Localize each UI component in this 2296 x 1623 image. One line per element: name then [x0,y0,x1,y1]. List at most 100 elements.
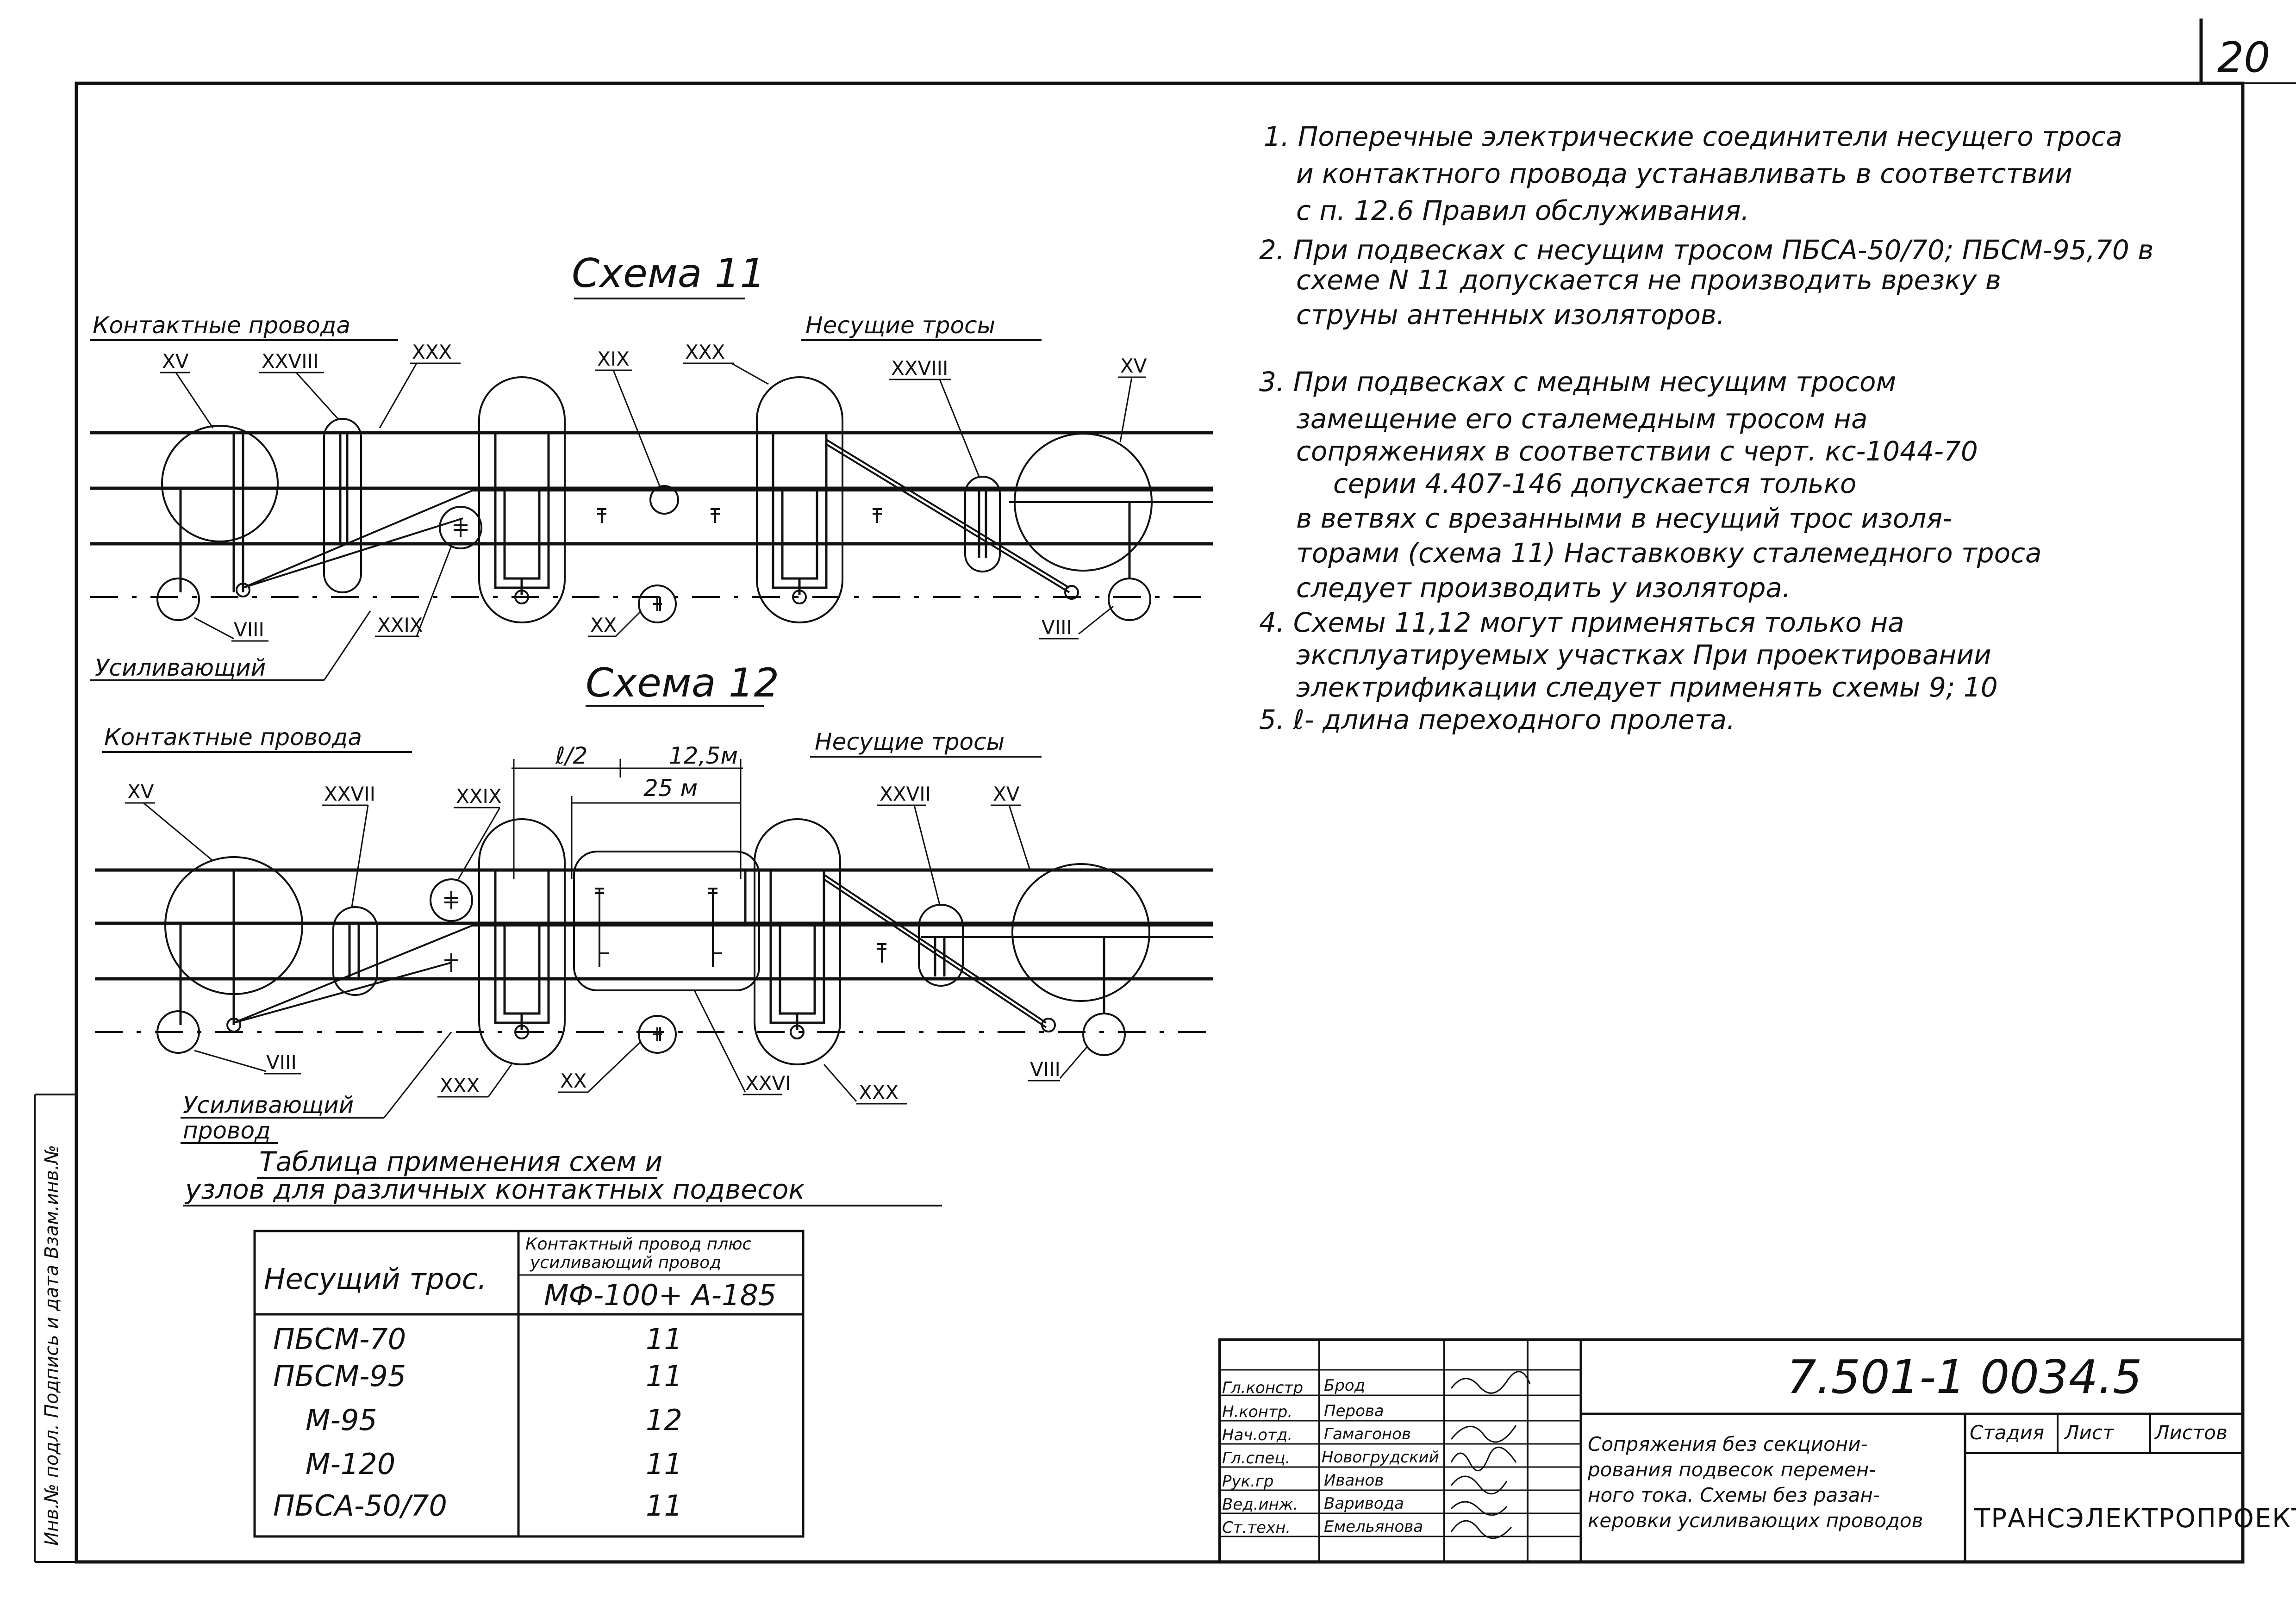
table-cell-scheme: 11 [646,1359,682,1393]
stamp-name: Иванов [1324,1471,1384,1490]
note-line: 5. ℓ- длина переходного пролета. [1259,704,1735,735]
table-cell-cable: ПБСМ-95 [273,1359,406,1393]
table-title-2: узлов для различных контактных подвесок [184,1174,805,1205]
application-table: Таблица применения схем и узлов для разл… [183,1146,942,1538]
margin-text: Инв.№ подл. Подпись и дата Взам.инв.№ [41,1145,62,1546]
node-label: XXVII [324,783,375,805]
node-label: XXIX [377,614,423,636]
node-label: XXVIII [891,357,948,379]
note-line: и контактного провода устанавливать в со… [1296,158,2072,189]
scheme-12-contact-label: Контактные провода [104,724,362,751]
scheme-11-contact-label: Контактные провода [93,312,350,339]
table-cell-scheme: 11 [646,1322,682,1356]
stamp-desc-line: Сопряжения без секциони- [1588,1433,1868,1455]
node-label: XXX [440,1074,480,1097]
node-label: VIII [266,1051,297,1074]
stamp-sheet-label: Лист [2064,1421,2115,1444]
note-line: схеме N 11 допускается не производить вр… [1296,264,2001,296]
note-line: следует производить у изолятора. [1296,572,1791,603]
table-head-cable: Несущий трос. [264,1262,487,1296]
note-line: эксплуатируемых участках При проектирова… [1296,639,1991,671]
scheme-12-top-node-labels: XV XXVII XXIX XXVII XV [125,780,1031,908]
node-label: XXVIII [262,350,318,373]
table-head-contact-2: усиливающий провод [530,1253,721,1272]
table-cell-cable: М-95 [306,1403,377,1437]
node-label: VIII [1042,616,1072,639]
stamp-role: Нач.отд. [1222,1426,1292,1444]
scheme-12-reinforcing-label-2: провод [183,1117,271,1144]
drawing-code: 7.501-1 0034.5 [1787,1350,2142,1404]
note-line: 3. При подвесках с медным несущим тросом [1259,366,1896,398]
node-label: XX [590,614,617,636]
note-line: 2. При подвесках с несущим тросом ПБСА-5… [1259,234,2153,266]
stamp-stage-label: Стадия [1970,1421,2044,1444]
notes: 1. Поперечные электрические соединители … [1259,121,2153,735]
note-line: сопряжениях в соответствии с черт. кс-10… [1296,435,1978,467]
organization-name: ТРАНСЭЛЕКТРОПРОЕКТ [1974,1504,2296,1534]
node-label: VIII [1030,1058,1061,1081]
node-label: XXVI [745,1072,791,1094]
note-line: 4. Схемы 11,12 могут применяться только … [1259,607,1904,638]
table-cell-cable: ПБСМ-70 [273,1322,406,1356]
note-line: с п. 12.6 Правил обслуживания. [1296,195,1749,226]
stamp-role: Рук.гр [1222,1472,1273,1491]
scheme-11-reinforcing-label: Усиливающий [95,654,266,681]
page-number: 20 [2217,33,2271,82]
stamp-sheets-label: Листов [2154,1421,2227,1444]
node-label: XV [1120,354,1147,377]
sheet-frame: 20 Инв.№ подл. Подпись и дата Взам.инв.№ [34,19,2296,1564]
stamp-name: Гамагонов [1324,1425,1411,1443]
scheme-12-reinforcing-label-1: Усиливающий [183,1092,354,1119]
scheme-11: Схема 11 Контактные провода Несущие трос… [90,250,1213,681]
node-label: VIII [234,618,264,641]
node-label: XXX [859,1081,898,1104]
node-label: XX [560,1070,587,1092]
node-label: XXIX [456,785,502,808]
stamp-roles: Гл.констр Брод Н.контр. Перова Нач.отд. … [1222,1376,1439,1537]
stamp-name: Емельянова [1324,1517,1423,1536]
signatures [1450,1371,1531,1539]
node-label: XV [993,783,1020,805]
table-cell-scheme: 11 [646,1447,682,1481]
scheme-11-top-node-labels: XV XXVIII XXX XIX XXX XXVIII XV [160,341,1147,486]
note-line: электрификации следует применять схемы 9… [1296,672,1998,703]
stamp-role: Вед.инж. [1222,1495,1298,1514]
stamp-desc-line: ного тока. Схемы без разан- [1588,1484,1880,1506]
note-line: замещение его сталемедным тросом на [1296,403,1867,435]
table-cell-scheme: 12 [646,1403,682,1437]
note-line: струны антенных изоляторов. [1296,299,1725,330]
note-line: в ветвях с врезанными в несущий трос изо… [1296,503,1952,534]
node-label: XV [162,350,189,373]
stamp-name: Варивода [1324,1494,1404,1513]
scheme-11-carrier-label: Несущие тросы [805,312,995,339]
table-head-contact-1: Контактный провод плюс [525,1235,752,1254]
dim-12-5m: 12,5м [669,742,738,769]
stamp-name: Новогрудский [1322,1448,1439,1467]
table-rows: ПБСМ-70 11 ПБСМ-95 11 М-95 12 М-120 11 П… [273,1322,682,1523]
dim-25m: 25 м [643,775,698,802]
table-cell-cable: М-120 [306,1447,395,1481]
stamp-role: Гл.констр [1222,1379,1303,1397]
stamp-role: Ст.техн. [1222,1518,1291,1537]
title-block: Гл.констр Брод Н.контр. Перова Нач.отд. … [1218,1338,2296,1563]
note-line: торами (схема 11) Наставковку сталемедно… [1296,537,2042,569]
stamp-name: Брод [1324,1376,1365,1395]
scheme-11-title: Схема 11 [572,250,765,297]
stamp-role: Гл.спец. [1222,1449,1290,1468]
stamp-name: Перова [1324,1402,1384,1420]
scheme-11-bottom-node-labels: VIII XXIX XX VIII [194,546,1114,642]
table-cell-scheme: 11 [646,1489,682,1523]
table-cell-cable: ПБСА-50/70 [273,1489,447,1523]
table-title-1: Таблица применения схем и [259,1146,662,1177]
node-label: XV [127,780,154,803]
stamp-role: Н.контр. [1222,1403,1292,1421]
node-label: XXX [685,341,725,363]
note-line: 1. Поперечные электрические соединители … [1264,121,2122,152]
node-label: XXX [412,341,452,363]
note-line: серии 4.407-146 допускается только [1333,468,1856,499]
table-head-contact-3: МФ-100+ А-185 [544,1278,776,1312]
node-label: XIX [597,348,630,370]
scheme-12-carrier-label: Несущие тросы [815,728,1004,755]
node-label: XXVII [880,783,931,805]
